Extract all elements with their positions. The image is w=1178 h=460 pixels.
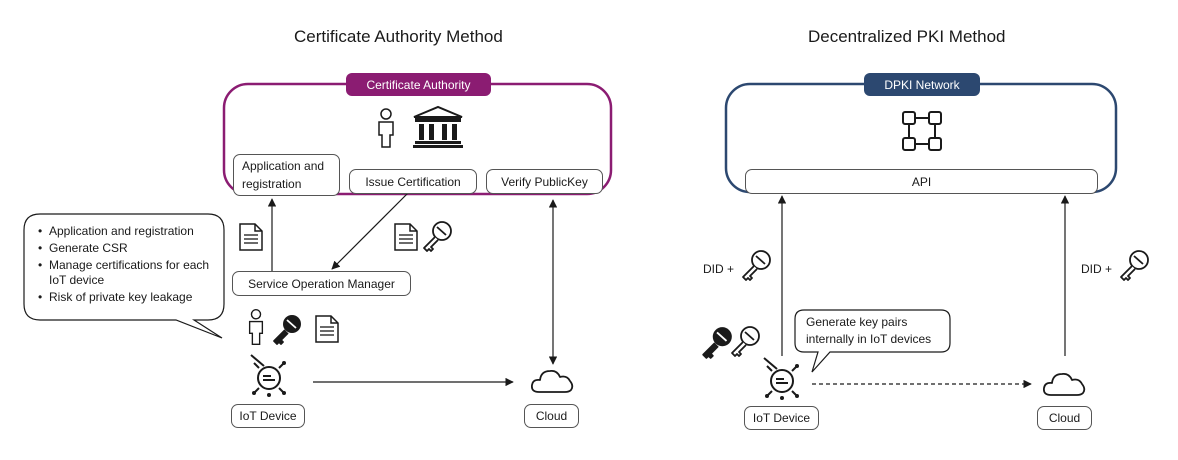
right-title: Decentralized PKI Method	[808, 27, 1006, 46]
api-box: API	[745, 169, 1098, 194]
cloud-icon	[1042, 372, 1086, 396]
blockchain-network-icon	[902, 111, 942, 151]
key-icon	[273, 315, 301, 345]
bubble-item: Generate CSR	[38, 241, 220, 256]
cloud-box-left: Cloud	[524, 404, 579, 428]
bubble-item: Manage certifications for each IoT devic…	[38, 258, 220, 288]
iot-device-box-right: IoT Device	[744, 406, 819, 430]
document-icon	[394, 223, 418, 251]
verify-publickey-box: Verify PublicKey	[486, 169, 603, 194]
key-icon	[742, 250, 771, 281]
bubble-item: Risk of private key leakage	[38, 290, 220, 305]
issue-certification-box: Issue Certification	[349, 169, 477, 194]
document-icon	[315, 315, 339, 343]
right-bubble-line-1: Generate key pairs	[806, 315, 908, 329]
document-icon	[239, 223, 263, 251]
right-bubble-text: Generate key pairs internally in IoT dev…	[806, 314, 931, 348]
iot-device-icon	[763, 357, 799, 400]
key-icon	[702, 327, 732, 359]
bubble-item: Application and registration	[38, 224, 220, 239]
cloud-box-right: Cloud	[1037, 406, 1092, 430]
iot-device-box-left: IoT Device	[231, 404, 305, 428]
right-speech-bubble	[794, 309, 951, 373]
iot-device-icon	[250, 354, 286, 397]
left-title: Certificate Authority Method	[294, 27, 503, 46]
left-bubble-text: Application and registration Generate CS…	[38, 224, 220, 307]
did-label-right: DID +	[1081, 262, 1113, 276]
key-icon	[423, 221, 452, 252]
bank-building-icon	[413, 105, 463, 148]
cloud-icon	[530, 369, 574, 393]
certificate-authority-badge: Certificate Authority	[346, 73, 491, 96]
key-icon	[1120, 250, 1149, 281]
right-bubble-line-2: internally in IoT devices	[806, 332, 932, 346]
application-registration-box: Application and registration	[233, 154, 340, 196]
dpki-network-badge: DPKI Network	[864, 73, 980, 96]
service-operation-manager-box: Service Operation Manager	[232, 271, 411, 296]
person-icon	[378, 108, 394, 148]
application-line-2: registration	[242, 177, 302, 191]
key-icon	[731, 326, 760, 357]
application-line-1: Application and	[242, 159, 325, 173]
arrow-issue-to-manager	[331, 192, 409, 270]
person-icon	[248, 309, 264, 345]
did-label-left: DID +	[703, 262, 735, 276]
